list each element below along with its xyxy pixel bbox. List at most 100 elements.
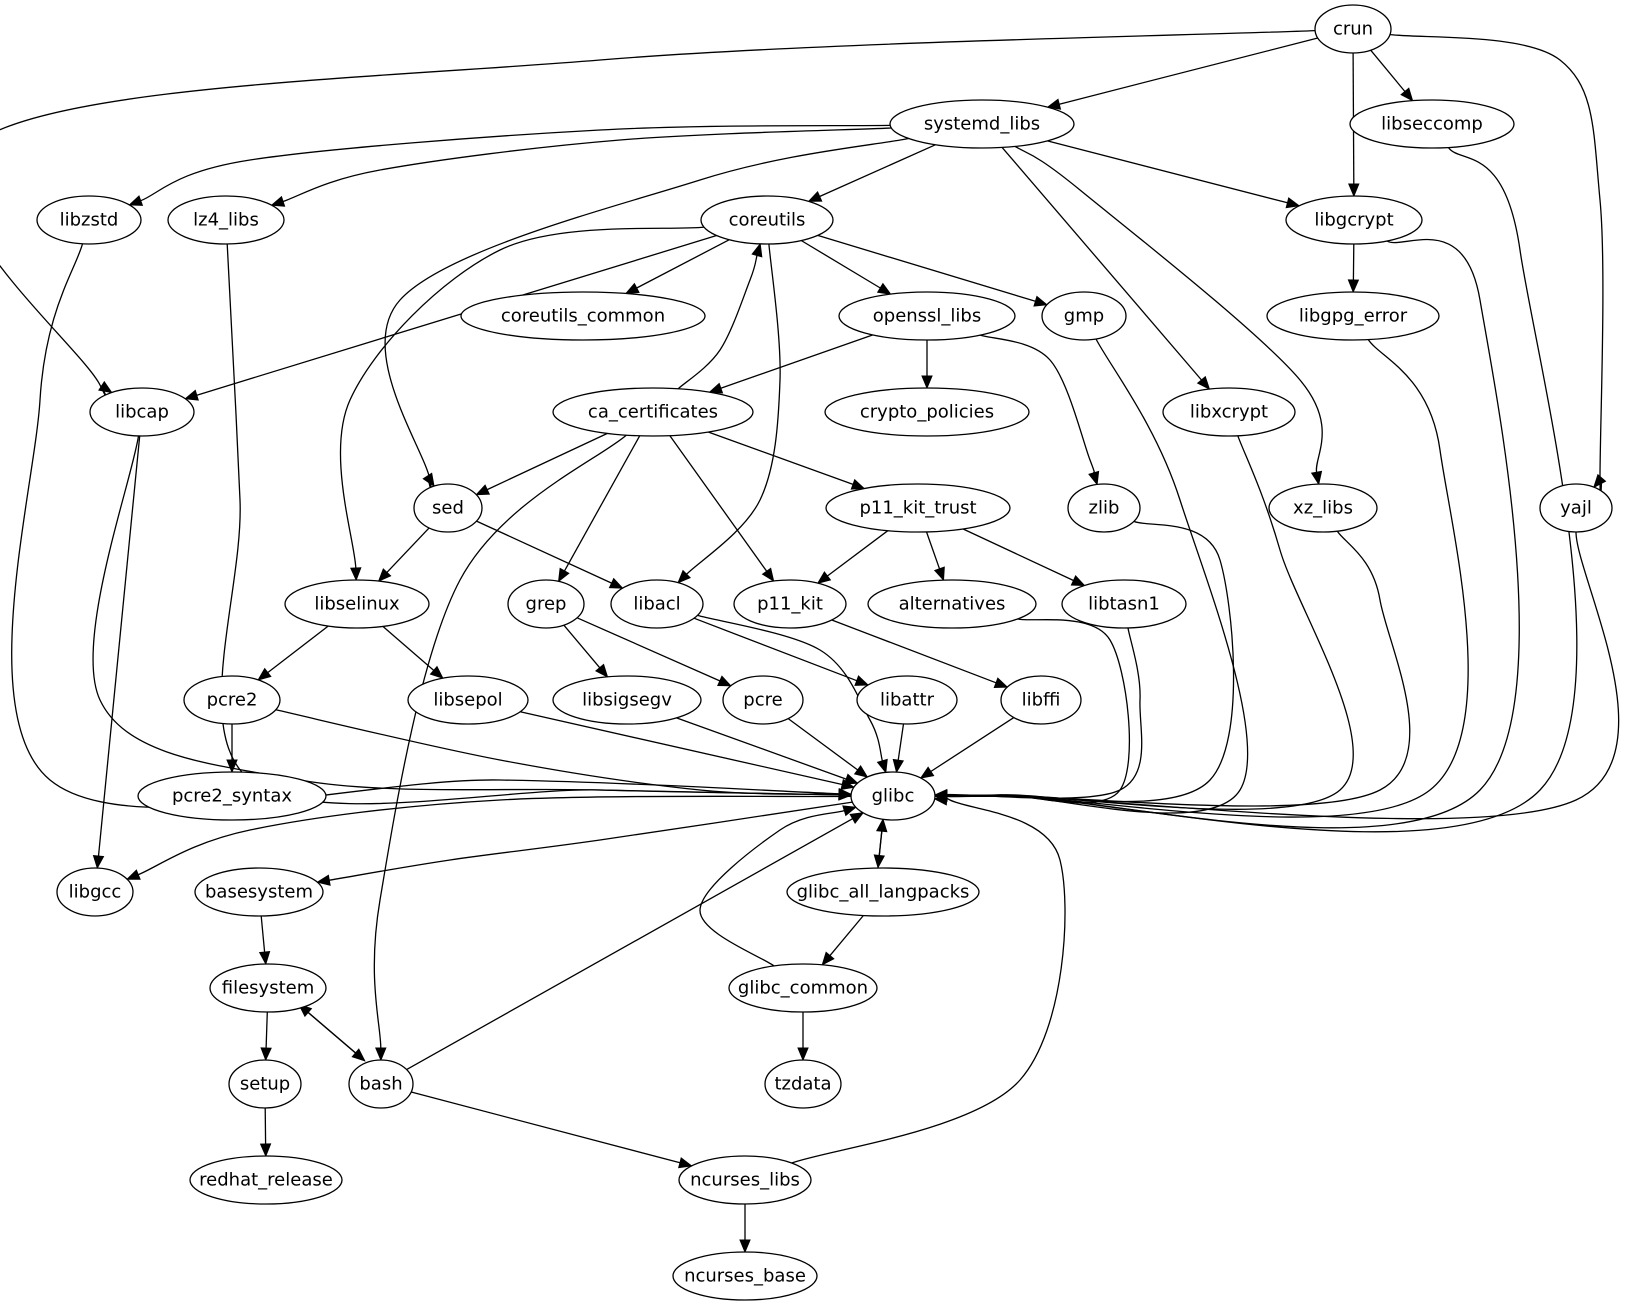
arrowhead-icon bbox=[1400, 87, 1414, 102]
node-label: libffi bbox=[1022, 690, 1061, 711]
arrowhead-icon bbox=[751, 242, 763, 258]
edge-libsepol-to-glibc bbox=[520, 711, 856, 791]
arrowhead-icon bbox=[933, 794, 948, 806]
edge-glibc_all_langpacks-to-glibc bbox=[876, 818, 888, 868]
edge-line bbox=[930, 717, 1015, 773]
node-shape bbox=[552, 387, 754, 437]
edge-systemd_libs-to-libxcrypt bbox=[1001, 146, 1211, 391]
edge-line bbox=[946, 520, 1235, 803]
edge-line bbox=[676, 717, 847, 780]
edge-line bbox=[942, 238, 1520, 829]
node-yajl: yajl bbox=[1539, 483, 1613, 533]
edge-line bbox=[980, 334, 1096, 474]
edge-line bbox=[817, 234, 1036, 302]
edge-basesystem-to-filesystem bbox=[258, 915, 271, 966]
edge-line bbox=[339, 226, 704, 569]
node-label: ca_certificates bbox=[588, 402, 718, 423]
node-label: libxcrypt bbox=[1190, 402, 1268, 423]
edge-systemd_libs-to-lz4_libs bbox=[270, 127, 892, 207]
node-coreutils: coreutils bbox=[700, 195, 834, 245]
node-shape bbox=[678, 1155, 812, 1205]
node-p11_kit_trust: p11_kit_trust bbox=[825, 483, 1011, 533]
edge-coreutils-to-openssl_libs bbox=[800, 239, 892, 295]
node-label: libtasn1 bbox=[1088, 594, 1160, 615]
node-shape bbox=[838, 291, 1016, 341]
node-shape bbox=[850, 771, 936, 821]
edge-line bbox=[140, 124, 891, 202]
edge-coreutils-to-gmp bbox=[817, 234, 1049, 307]
edge-systemd_libs-to-libgcrypt bbox=[1047, 140, 1301, 209]
edge-line bbox=[800, 239, 881, 289]
node-basesystem: basesystem bbox=[194, 867, 324, 917]
edge-line bbox=[677, 255, 758, 390]
edge-line bbox=[831, 619, 997, 684]
arrowhead-icon bbox=[98, 380, 113, 394]
node-pcre: pcre bbox=[722, 675, 804, 725]
arrowhead-icon bbox=[226, 759, 238, 774]
edge-line bbox=[925, 531, 941, 570]
edge-line bbox=[1370, 49, 1406, 92]
edge-line bbox=[1389, 33, 1604, 501]
node-label: filesystem bbox=[222, 978, 315, 999]
edge-line bbox=[576, 617, 721, 682]
edge-coreutils-to-libcap bbox=[184, 234, 717, 401]
node-label: tzdata bbox=[774, 1074, 831, 1095]
node-zlib: zlib bbox=[1067, 483, 1141, 533]
node-label: alternatives bbox=[899, 594, 1006, 615]
edge-sed-to-libselinux bbox=[377, 527, 430, 583]
edge-line bbox=[669, 435, 768, 572]
node-label: coreutils_common bbox=[501, 306, 665, 327]
node-label: libsepol bbox=[433, 690, 502, 711]
arrowhead-icon bbox=[892, 758, 905, 774]
node-libffi: libffi bbox=[1000, 675, 1082, 725]
arrowhead-icon bbox=[377, 568, 392, 583]
edge-line bbox=[97, 435, 141, 857]
node-libtasn1: libtasn1 bbox=[1061, 579, 1187, 629]
node-libseccomp: libseccomp bbox=[1349, 99, 1515, 149]
arrowhead-icon bbox=[350, 567, 362, 582]
node-libattr: libattr bbox=[856, 675, 958, 725]
edge-line bbox=[11, 243, 840, 809]
node-label: basesystem bbox=[205, 882, 313, 903]
edge-p11_kit_trust-to-alternatives bbox=[925, 531, 945, 582]
node-shape bbox=[764, 1059, 842, 1109]
arrowhead-icon bbox=[761, 567, 775, 583]
node-label: redhat_release bbox=[199, 1170, 333, 1191]
node-libgcc: libgcc bbox=[56, 867, 134, 917]
edge-ncurses_libs-to-glibc bbox=[791, 794, 1066, 1164]
node-libsigsegv: libsigsegv bbox=[552, 675, 702, 725]
edge-pcre2-to-pcre2_syntax bbox=[226, 724, 238, 774]
node-label: glibc_common bbox=[738, 978, 868, 999]
node-shape bbox=[867, 579, 1037, 629]
node-crun: crun bbox=[1314, 4, 1392, 54]
node-shape bbox=[1041, 291, 1127, 341]
edge-line bbox=[897, 723, 905, 761]
node-label: pcre2 bbox=[207, 690, 258, 711]
node-shape bbox=[194, 867, 324, 917]
edge-libacl-to-glibc bbox=[697, 614, 888, 774]
node-label: glibc_all_langpacks bbox=[797, 882, 970, 903]
edge-coreutils-to-coreutils_common bbox=[624, 239, 730, 295]
node-libzstd: libzstd bbox=[36, 195, 142, 245]
edge-libgcrypt-to-glibc bbox=[933, 238, 1520, 829]
node-libcap: libcap bbox=[89, 387, 195, 437]
edge-bash-to-filesystem bbox=[298, 1003, 366, 1062]
node-label: sed bbox=[432, 498, 464, 519]
arrowhead-icon bbox=[678, 1157, 693, 1169]
node-shape bbox=[189, 1155, 343, 1205]
edge-libcap-to-libgcc bbox=[92, 435, 141, 870]
node-label: libsigsegv bbox=[582, 690, 672, 711]
edge-crun-to-libseccomp bbox=[1370, 49, 1414, 102]
node-alternatives: alternatives bbox=[867, 579, 1037, 629]
arrowhead-icon bbox=[717, 675, 732, 687]
arrowhead-icon bbox=[876, 282, 892, 295]
edge-line bbox=[196, 234, 717, 396]
arrowhead-icon bbox=[1593, 473, 1607, 489]
node-label: gmp bbox=[1064, 306, 1104, 327]
node-label: libselinux bbox=[314, 594, 400, 615]
node-glibc_common: glibc_common bbox=[728, 963, 878, 1013]
arrowhead-icon bbox=[876, 758, 888, 774]
arrowhead-icon bbox=[257, 667, 272, 681]
node-shape bbox=[722, 675, 804, 725]
